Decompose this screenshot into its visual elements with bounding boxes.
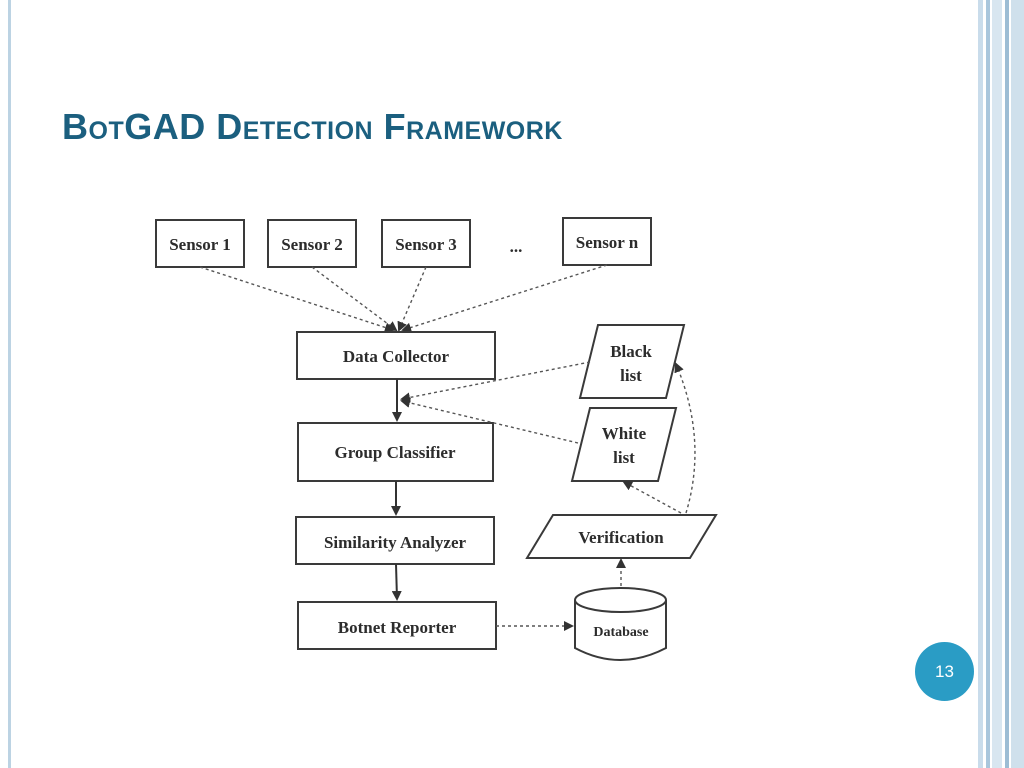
arrow-sensor-n [401,264,608,333]
similarity-analyzer: Similarity Analyzer [295,516,495,565]
sensor-n: Sensor n [562,217,652,266]
arrow-verification-to-black-list [674,362,696,514]
arrow-white-list-to-pipeline [400,397,579,444]
group-classifier-label: Group Classifier [334,443,456,462]
black-list: Black list [578,324,686,399]
white-list-label-2: list [613,448,635,467]
black-list-label-1: Black [610,342,652,361]
arrow-black-list-to-pipeline [400,361,591,403]
botnet-reporter: Botnet Reporter [297,601,497,650]
botnet-reporter-label: Botnet Reporter [338,618,457,637]
sensor-2: Sensor 2 [267,219,357,268]
verification-label: Verification [578,528,664,547]
sensor-n-label: Sensor n [576,233,639,252]
arrow-analyzer-to-reporter [391,563,402,601]
sensor-1: Sensor 1 [155,219,245,268]
data-collector: Data Collector [296,331,496,380]
sensor-3: Sensor 3 [381,219,471,268]
left-frame-line [8,0,11,768]
right-decorative-band [978,0,1024,768]
white-list-label-1: White [602,424,647,443]
white-list: White list [570,407,678,482]
sensor-3-label: Sensor 3 [395,235,457,254]
database-label: Database [593,625,648,640]
similarity-analyzer-label: Similarity Analyzer [324,533,467,552]
group-classifier: Group Classifier [297,422,494,482]
arrow-sensor-3 [397,266,427,332]
sensor-ellipsis: ... [510,237,523,256]
verification: Verification [525,514,718,559]
arrow-verification-to-white-list [622,481,682,514]
black-list-label-2: list [620,366,642,385]
slide-title: BotGAD Detection Framework [62,106,563,147]
sensor-2-label: Sensor 2 [281,235,343,254]
arrow-sensor-2 [311,266,398,332]
database-cylinder: Database [574,587,667,661]
data-collector-label: Data Collector [343,347,450,366]
arrow-sensor-1 [199,266,395,333]
page-number-badge: 13 [915,642,974,701]
sensor-1-label: Sensor 1 [169,235,231,254]
